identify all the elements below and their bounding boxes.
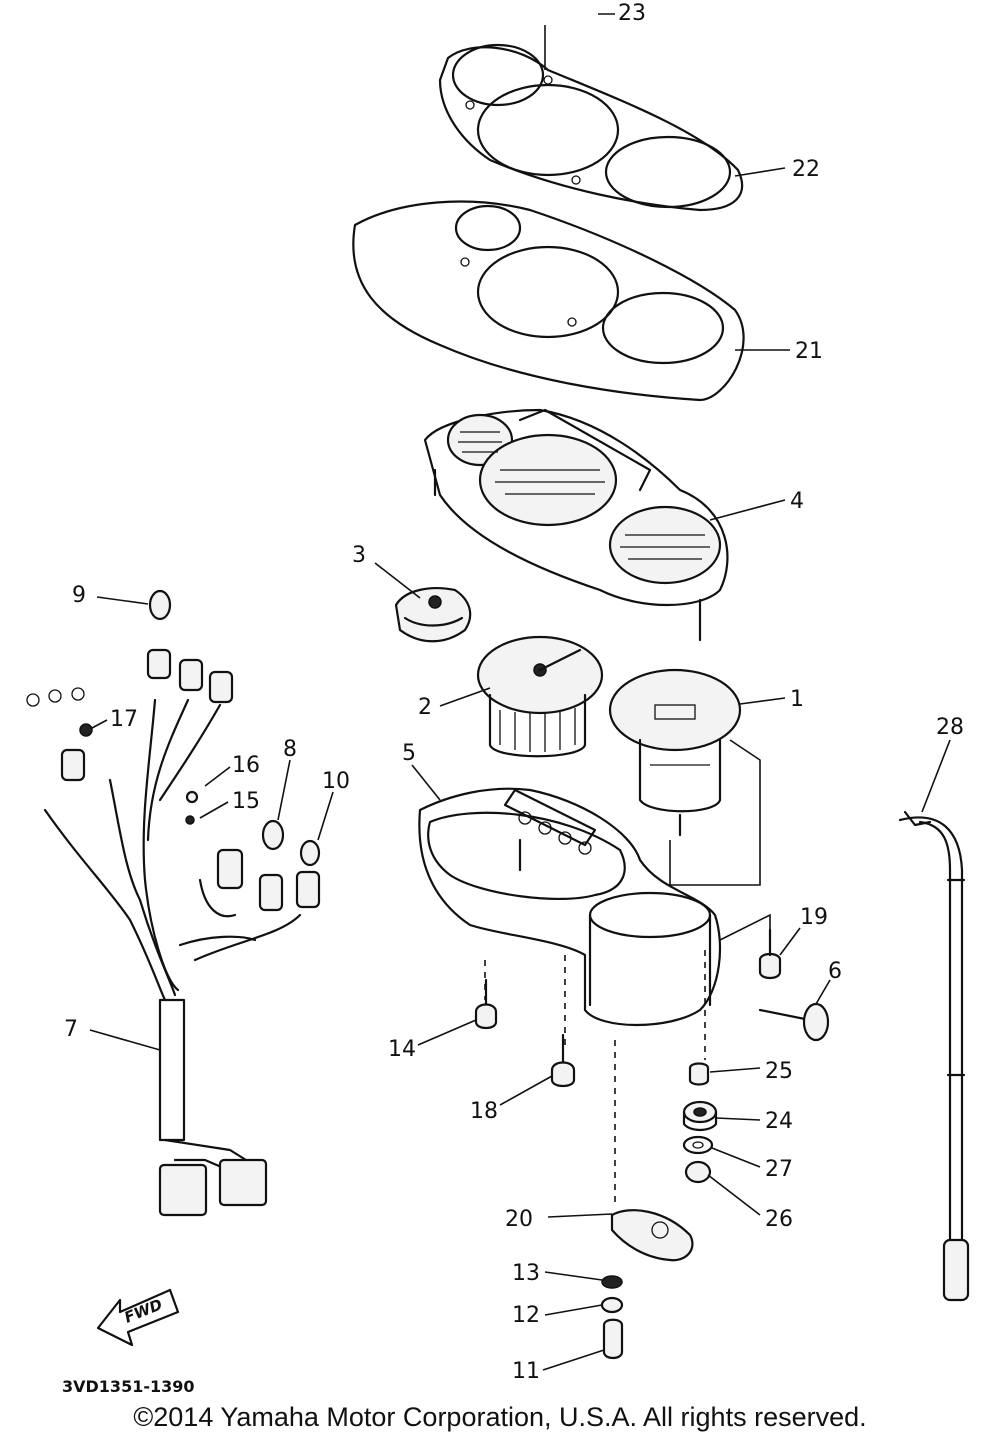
part-1-speedometer xyxy=(608,668,742,837)
part-19-grommet xyxy=(758,928,782,980)
callout-26: 26 xyxy=(765,1207,793,1232)
callout-15: 15 xyxy=(232,789,260,814)
fwd-label: FWD xyxy=(122,1295,165,1326)
guide-lines xyxy=(484,739,771,1205)
part-14-screw xyxy=(474,978,498,1030)
callout-28: 28 xyxy=(936,715,964,740)
callout-16: 16 xyxy=(232,753,260,778)
part-28-cable xyxy=(898,810,970,1302)
callout-11: 11 xyxy=(512,1359,540,1384)
callout-8: 8 xyxy=(283,737,297,762)
part-13-washer xyxy=(601,1275,623,1289)
callout-6: 6 xyxy=(828,959,842,984)
part-20-stay xyxy=(610,1209,694,1262)
callout-22: 22 xyxy=(792,157,820,182)
drawing-code: 3VD1351-1390 xyxy=(62,1377,195,1396)
callout-10: 10 xyxy=(322,769,350,794)
part-3-bracket xyxy=(394,587,472,643)
part-4-meter-case xyxy=(423,408,729,642)
callout-14: 14 xyxy=(388,1037,416,1062)
part-12-nut xyxy=(600,1296,624,1314)
callout-18: 18 xyxy=(470,1099,498,1124)
callout-9: 9 xyxy=(72,583,86,608)
callout-1: 1 xyxy=(790,687,804,712)
copyright-notice: ©2014 Yamaha Motor Corporation, U.S.A. A… xyxy=(133,1402,867,1432)
callout-12: 12 xyxy=(512,1303,540,1328)
part-6-knob xyxy=(758,1002,830,1042)
part-21-cover xyxy=(352,200,745,402)
callout-17: 17 xyxy=(110,707,138,732)
callout-20: 20 xyxy=(505,1207,533,1232)
part-7-harness xyxy=(26,589,321,1217)
part-5-lower-case xyxy=(418,787,722,1027)
part-22-gasket xyxy=(438,25,744,212)
part-18-screw xyxy=(550,1033,576,1088)
callout-2: 2 xyxy=(418,695,432,720)
fwd-arrow: FWD xyxy=(96,1288,180,1347)
callout-3: 3 xyxy=(352,543,366,568)
leader-lines xyxy=(89,13,951,1371)
callout-5: 5 xyxy=(402,741,416,766)
part-11-cap xyxy=(602,1318,624,1360)
callout-labels: 23 22 21 4 3 9 2 1 17 28 5 8 16 10 15 19… xyxy=(64,1,964,1384)
part-2-tachometer xyxy=(476,635,604,758)
part-27-washer xyxy=(682,1135,714,1155)
callout-19: 19 xyxy=(800,905,828,930)
callout-24: 24 xyxy=(765,1109,793,1134)
part-26-nut xyxy=(684,1160,712,1184)
callout-27: 27 xyxy=(765,1157,793,1182)
callout-21: 21 xyxy=(795,339,823,364)
callout-4: 4 xyxy=(790,489,804,514)
part-25-collar xyxy=(688,1062,710,1086)
callout-25: 25 xyxy=(765,1059,793,1084)
callout-13: 13 xyxy=(512,1261,540,1286)
callout-7: 7 xyxy=(64,1017,78,1042)
callout-23: 23 xyxy=(618,1,646,26)
part-24-grommet xyxy=(682,1100,718,1132)
